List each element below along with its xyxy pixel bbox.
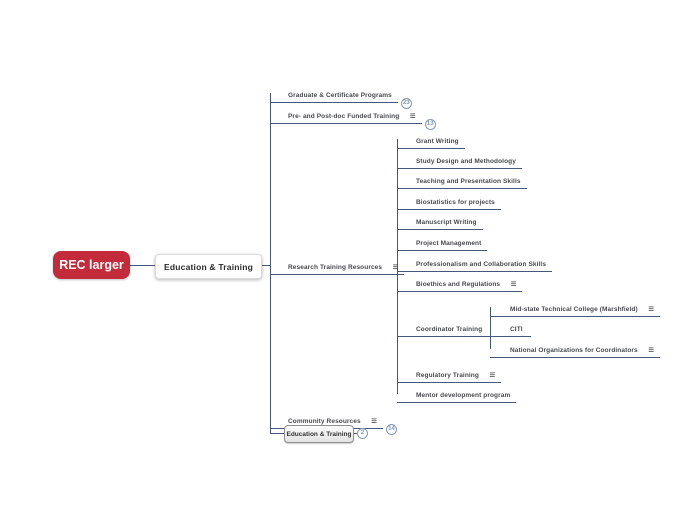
- connector-line: [270, 433, 284, 434]
- connector-line: [260, 265, 270, 266]
- node-national-organizations-coordinators[interactable]: National Organizations for Coordinators …: [490, 337, 661, 358]
- branch-label: Pre- and Post-doc Funded Training: [288, 113, 400, 120]
- node-label: Regulatory Training: [416, 372, 479, 379]
- node-label: Coordinator Training: [416, 326, 483, 333]
- coordinator-trunk-line: [490, 307, 491, 349]
- main-trunk-line: [270, 93, 271, 434]
- node-teaching-presentation-skills[interactable]: Teaching and Presentation Skills: [397, 168, 527, 189]
- branch-research-training-resources[interactable]: Research Training Resources ≡: [270, 254, 405, 275]
- node-label: Project Management: [416, 240, 482, 247]
- note-icon[interactable]: ≡: [392, 262, 399, 273]
- node-biostatistics-for-projects[interactable]: Biostatistics for projects: [397, 189, 501, 210]
- branch-graduate-certificate-programs[interactable]: Graduate & Certificate Programs 23: [270, 82, 412, 109]
- connector-line: [352, 433, 357, 434]
- node-citi[interactable]: CITI: [490, 316, 531, 337]
- branch-label: Community Resources: [288, 418, 361, 425]
- node-study-design-methodology[interactable]: Study Design and Methodology: [397, 148, 522, 169]
- node-label: Manuscript Writing: [416, 219, 477, 226]
- node-label: National Organizations for Coordinators: [510, 347, 638, 354]
- root-node[interactable]: REC larger: [53, 251, 130, 279]
- node-grant-writing[interactable]: Grant Writing: [397, 128, 465, 149]
- node-label: Bioethics and Regulations: [416, 281, 501, 288]
- node-manuscript-writing[interactable]: Manuscript Writing: [397, 209, 483, 230]
- node-mentor-development-program[interactable]: Mentor development program: [397, 382, 517, 403]
- node-label: Study Design and Methodology: [416, 158, 516, 165]
- node-label: CITI: [510, 326, 523, 333]
- note-icon[interactable]: ≡: [489, 370, 496, 381]
- branch-pre-post-doc-funded-training[interactable]: Pre- and Post-doc Funded Training ≡ 13: [270, 103, 436, 130]
- node-label: Teaching and Presentation Skills: [416, 178, 521, 185]
- branch-label: Graduate & Certificate Programs: [288, 92, 392, 99]
- note-icon[interactable]: ≡: [648, 304, 655, 315]
- branch-education-training-boxed[interactable]: Education & Training: [284, 425, 354, 443]
- branch-label: Research Training Resources: [288, 264, 383, 271]
- node-project-management[interactable]: Project Management: [397, 230, 488, 251]
- center-node-label: Education & Training: [163, 261, 253, 272]
- root-node-label: REC larger: [59, 258, 124, 272]
- node-label: Mentor development program: [416, 392, 511, 399]
- collapse-badge[interactable]: 13: [424, 118, 436, 130]
- branch-label: Education & Training: [286, 430, 352, 438]
- note-icon[interactable]: ≡: [409, 111, 416, 122]
- node-bioethics-and-regulations[interactable]: Bioethics and Regulations ≡: [397, 271, 523, 292]
- node-coordinator-training[interactable]: Coordinator Training: [397, 316, 490, 337]
- research-trunk-line: [397, 139, 398, 394]
- node-label: Grant Writing: [416, 138, 459, 145]
- collapse-badge[interactable]: 14: [386, 423, 397, 435]
- node-midstate-technical-college[interactable]: Mid-state Technical College (Marshfield)…: [490, 296, 661, 317]
- note-icon[interactable]: ≡: [371, 416, 377, 427]
- connector-line: [130, 265, 155, 266]
- note-icon[interactable]: ≡: [510, 279, 517, 290]
- node-regulatory-training[interactable]: Regulatory Training ≡: [397, 362, 502, 383]
- node-label: Professionalism and Collaboration Skills: [416, 261, 547, 268]
- node-professionalism-collaboration-skills[interactable]: Professionalism and Collaboration Skills: [397, 251, 553, 272]
- note-icon[interactable]: ≡: [648, 345, 655, 356]
- collapse-badge[interactable]: 2: [357, 428, 368, 439]
- center-node-education-training[interactable]: Education & Training: [155, 254, 262, 279]
- node-label: Biostatistics for projects: [416, 199, 495, 206]
- collapse-badge[interactable]: 23: [400, 97, 412, 109]
- node-label: Mid-state Technical College (Marshfield): [510, 306, 638, 313]
